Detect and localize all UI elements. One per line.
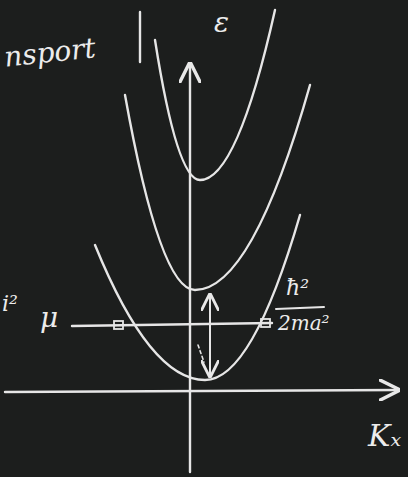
chemical-potential-line: [72, 323, 272, 326]
fermi-point: [114, 321, 123, 329]
axis-label: Kₓ: [366, 420, 403, 452]
formula-numerator: ħ²: [284, 276, 311, 300]
subband-parabola: [95, 215, 300, 380]
energy-axis: [189, 64, 191, 472]
chemical-potential-label: μ: [38, 303, 60, 333]
chalk-mark: [198, 345, 204, 362]
heading-fragment: nsport: [1, 33, 99, 73]
axis-label: ε: [212, 8, 231, 38]
box-edge: [139, 12, 141, 62]
formula-fragment: i²: [0, 292, 20, 316]
energy-gap-arrow: [209, 295, 211, 376]
fermi-point: [261, 319, 270, 327]
formula-denominator: 2ma²: [276, 312, 332, 334]
fraction-bar: [276, 307, 324, 309]
k-axis: [5, 390, 398, 392]
subband-parabola: [125, 85, 310, 290]
